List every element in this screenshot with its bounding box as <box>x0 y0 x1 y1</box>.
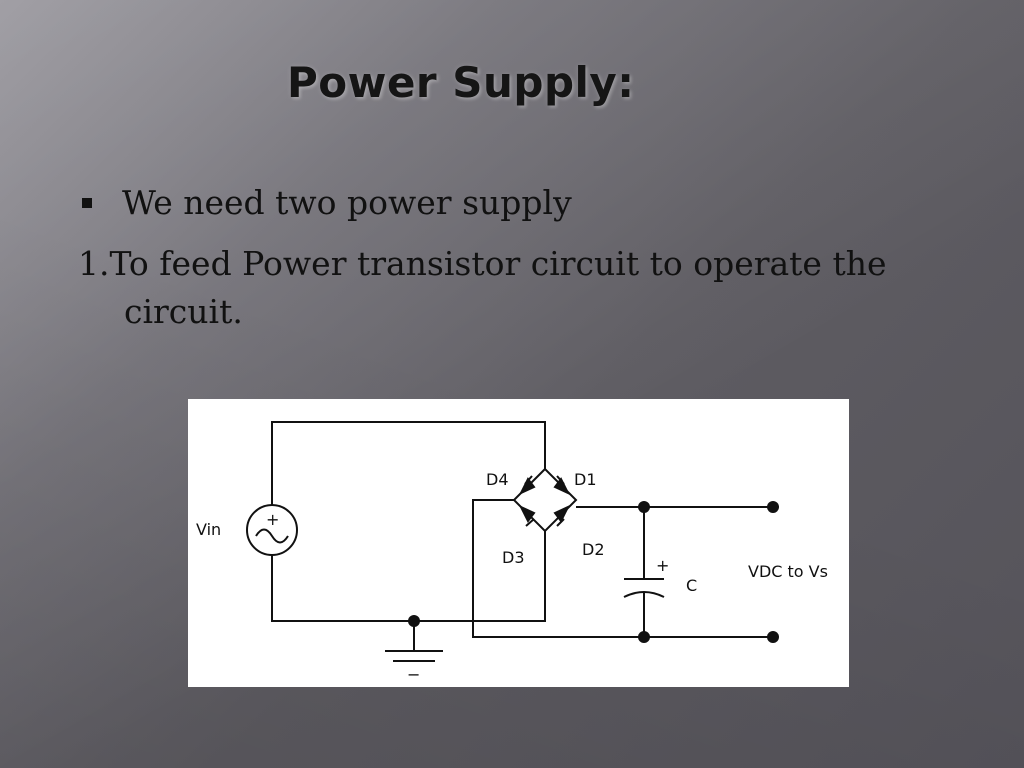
capacitor-icon <box>623 578 665 598</box>
circuit-svg: + + <box>196 421 828 684</box>
vin-label: Vin <box>196 520 221 539</box>
circuit-diagram: + + <box>188 399 849 687</box>
numbered-item-line-2: circuit. <box>124 292 243 331</box>
wire-bridge-negative <box>472 499 644 638</box>
ground-icon <box>385 650 443 662</box>
wire-top <box>271 421 546 505</box>
bullet-square-icon <box>82 197 92 208</box>
bullet-text: We need two power supply <box>122 183 572 222</box>
output-label: VDC to Vs <box>748 562 828 581</box>
d4-label: D4 <box>486 470 509 489</box>
wire-bottom <box>271 531 546 622</box>
junction-nodes <box>408 501 779 643</box>
numbered-item-line-1: 1.To feed Power transistor circuit to op… <box>78 244 887 283</box>
slide-title: Power Supply: <box>287 58 635 107</box>
ground-minus-label: − <box>407 665 420 684</box>
d1-label: D1 <box>574 470 597 489</box>
capacitor-plus-label: + <box>656 556 669 575</box>
bridge-diodes-icon <box>518 475 571 527</box>
capacitor-label: C <box>686 576 697 595</box>
ac-source-icon: + <box>246 504 298 556</box>
numbered-item: 1.To feed Power transistor circuit to op… <box>78 240 958 336</box>
d3-label: D3 <box>502 548 525 567</box>
source-plus-label: + <box>266 510 279 529</box>
bridge-outline <box>512 467 578 533</box>
bullet-item: We need two power supply <box>78 183 572 222</box>
d2-label: D2 <box>582 540 605 559</box>
